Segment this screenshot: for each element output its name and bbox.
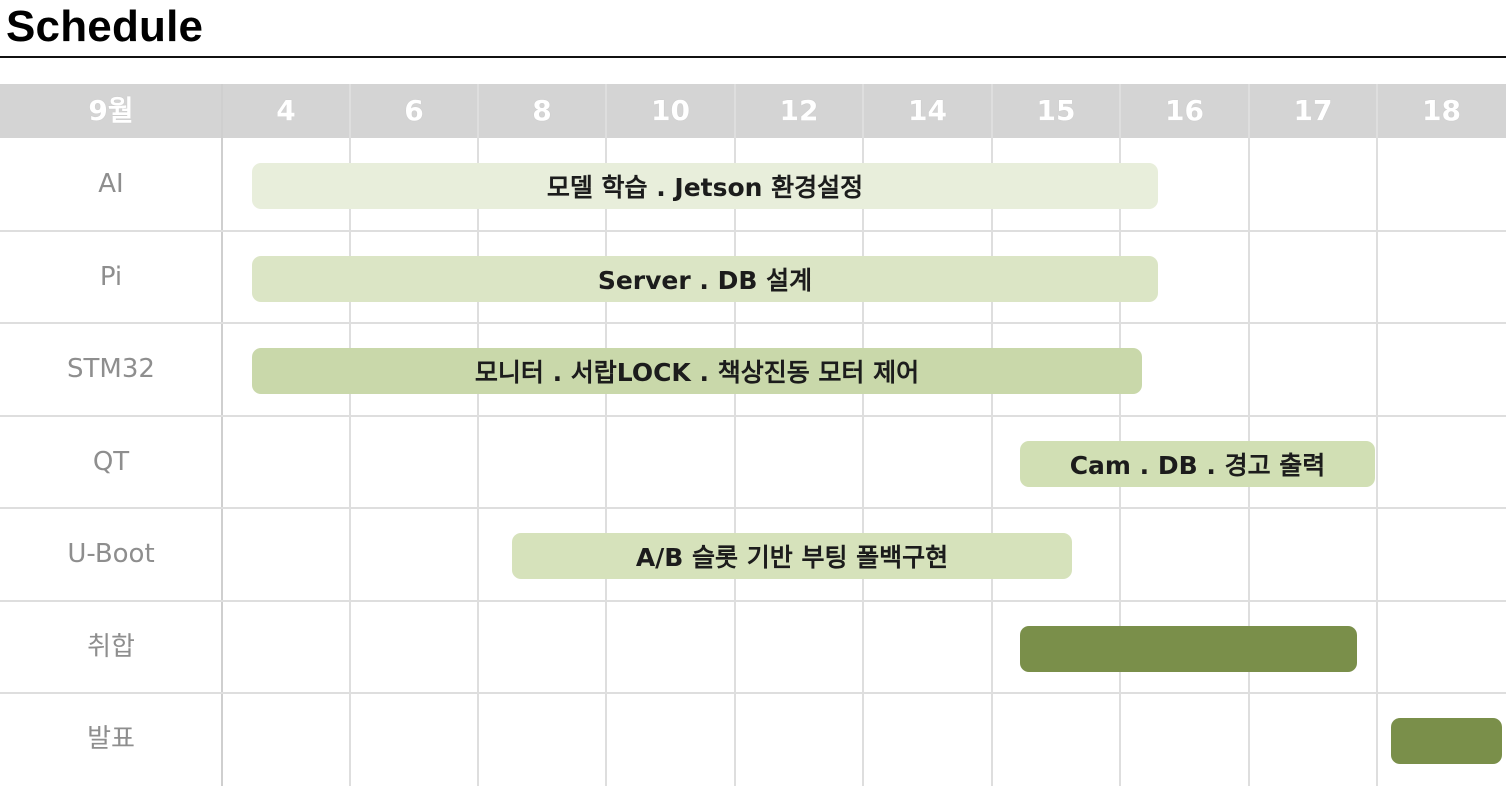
grid-hline [0,229,1506,232]
gantt-header [0,84,1506,138]
header-day: 17 [1293,94,1333,127]
task-bar [1391,718,1502,765]
row-label: 발표 [87,724,135,754]
header-day: 4 [276,94,296,127]
grid-vline [734,84,736,786]
row-label: 취합 [87,631,135,662]
header-day: 6 [404,94,424,127]
header-day: 16 [1165,94,1204,127]
header-day: 8 [532,94,552,127]
row-label: STM32 [67,354,155,384]
row-label: U-Boot [67,539,155,569]
row-label: Pi [99,261,123,292]
row-label: QT [92,446,130,477]
task-bar [1020,625,1357,672]
task-bar: Cam . DB . 경고 출력 [1020,440,1375,487]
grid-vline [221,84,223,786]
page-title: Schedule [6,2,204,51]
grid-vline [605,84,607,786]
task-bar: 모델 학습 . Jetson 환경설정 [252,163,1158,210]
grid-vline [1376,84,1378,786]
header-day: 14 [908,94,947,127]
grid-hline [0,507,1506,509]
row-label: AI [98,169,124,199]
task-bar: A/B 슬롯 기반 부팅 폴백구현 [512,533,1072,580]
grid-vline [991,84,993,786]
grid-vline [1248,84,1250,786]
header-day: 18 [1422,94,1461,127]
header-day: 15 [1036,94,1076,127]
task-bar: Server . DB 설계 [252,255,1158,302]
title-divider [0,56,1506,58]
grid-vline [349,84,351,786]
task-bar: 모니터 . 서랍LOCK . 책상진동 모터 제어 [252,348,1142,395]
grid-vline [1119,84,1121,786]
header-month: 9월 [88,94,134,127]
grid-hline [0,414,1506,417]
grid-hline [0,692,1506,694]
header-day: 12 [779,94,819,127]
grid-vline [862,84,864,786]
grid-hline [0,322,1506,324]
header-day: 10 [651,94,690,127]
grid-hline [0,599,1506,602]
grid-vline [477,84,479,786]
